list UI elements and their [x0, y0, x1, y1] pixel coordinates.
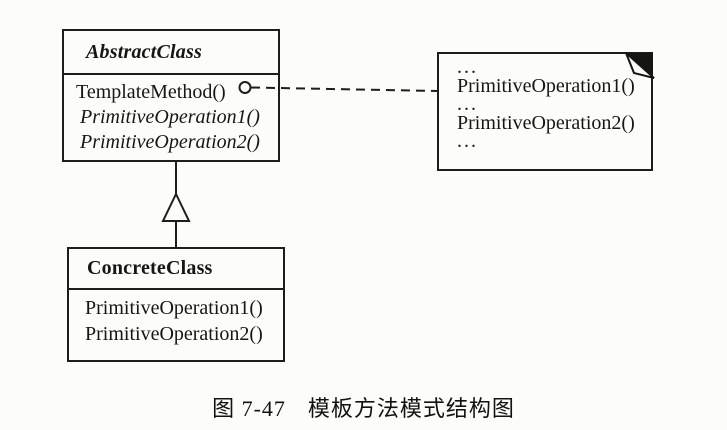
abstract-class-title: AbstractClass: [64, 31, 278, 75]
note-primitive-operation1: PrimitiveOperation1(): [457, 75, 635, 97]
concrete-class-title: ConcreteClass: [69, 249, 283, 290]
note-ellipsis: ...: [457, 93, 478, 115]
method-template-method: TemplateMethod(): [76, 81, 226, 103]
abstract-class-methods: TemplateMethod() PrimitiveOperation1() P…: [64, 75, 278, 155]
figure-number: 图 7-47: [212, 396, 286, 421]
note-box: ... PrimitiveOperation1() ... PrimitiveO…: [437, 52, 653, 171]
method-primitive-operation2: PrimitiveOperation2(): [85, 323, 263, 345]
method-primitive-operation2: PrimitiveOperation2(): [80, 131, 260, 153]
concrete-class-methods: PrimitiveOperation1() PrimitiveOperation…: [69, 290, 283, 347]
concrete-class-box: ConcreteClass PrimitiveOperation1() Prim…: [67, 247, 285, 362]
note-ellipsis: ...: [457, 130, 478, 152]
method-primitive-operation1: PrimitiveOperation1(): [85, 297, 263, 319]
abstract-class-box: AbstractClass TemplateMethod() Primitive…: [62, 29, 280, 162]
inheritance-triangle-icon: [161, 191, 191, 222]
figure-caption: 图 7-47 模板方法模式结构图: [0, 391, 727, 423]
figure-title: 模板方法模式结构图: [307, 396, 515, 421]
note-primitive-operation2: PrimitiveOperation2(): [457, 112, 635, 134]
note-ellipsis: ...: [457, 56, 478, 78]
method-primitive-operation1: PrimitiveOperation1(): [80, 106, 260, 128]
